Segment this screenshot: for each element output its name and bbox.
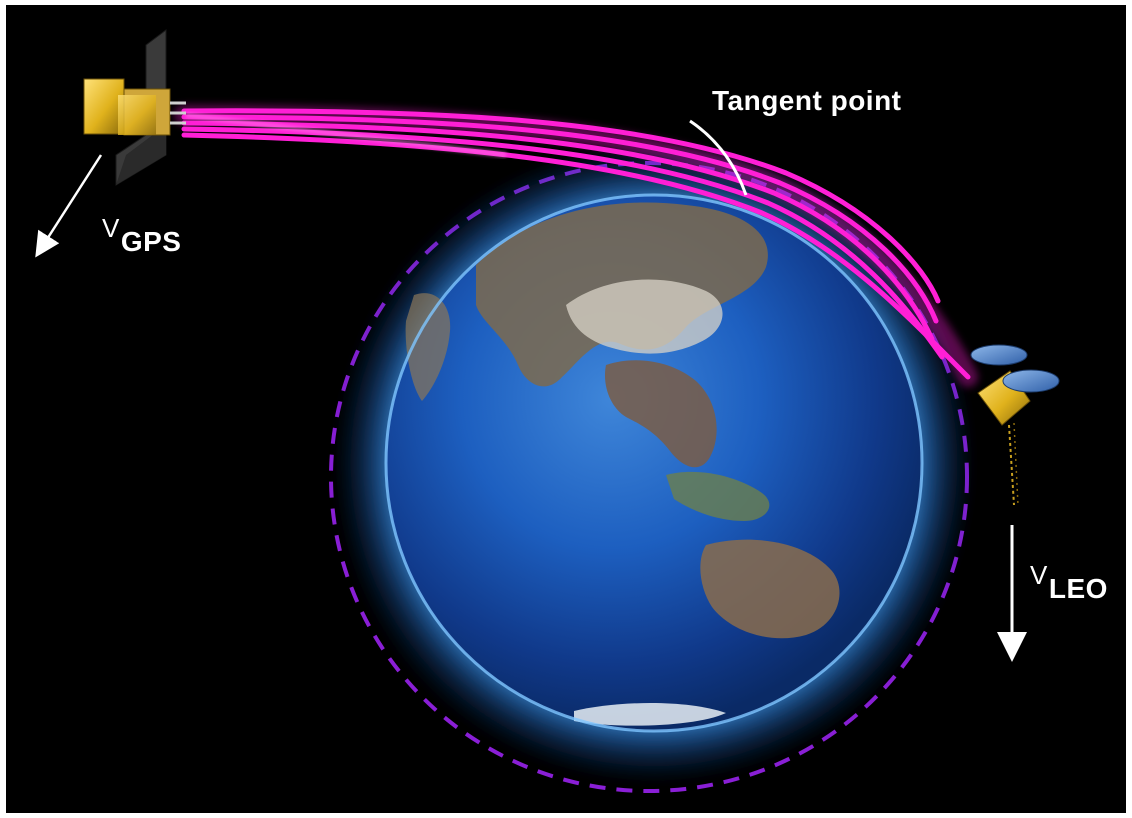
leo-velocity-subscript: LEO [1048, 573, 1108, 604]
tangent-point-marker [689, 119, 748, 196]
leo-satellite-icon [970, 344, 1060, 506]
earth-globe-icon [384, 193, 924, 733]
scene-svg [35, 29, 1060, 793]
leo-velocity-label: VLEO [1030, 560, 1108, 605]
signal-rays [174, 105, 978, 387]
tangent-point-label: Tangent point [712, 85, 902, 116]
gps-velocity-label: VGPS [102, 213, 181, 258]
gps-velocity-symbol: V [102, 213, 120, 243]
gps-satellite-icon [83, 29, 186, 186]
gps-velocity-arrow [35, 154, 103, 258]
gps-velocity-subscript: GPS [120, 226, 182, 257]
leo-velocity-symbol: V [1030, 560, 1048, 590]
diagram-canvas: Tangent point VGPS VLEO [6, 5, 1126, 813]
